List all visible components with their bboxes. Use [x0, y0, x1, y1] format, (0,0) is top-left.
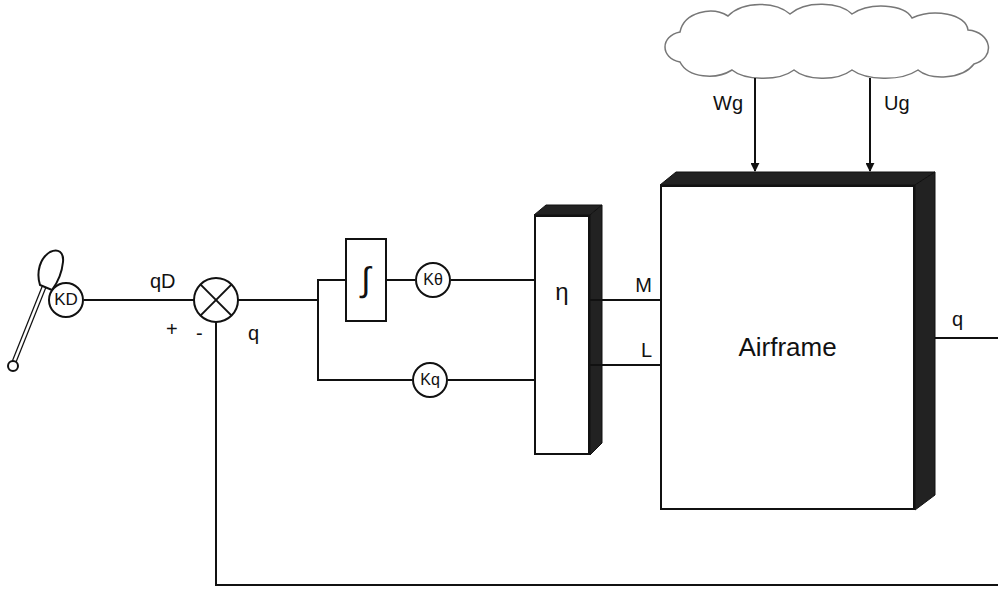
signal-connector [451, 279, 534, 281]
gain-circle: KD [48, 282, 84, 318]
signal-connector [590, 299, 660, 301]
sign-mark: - [196, 322, 203, 344]
node-text: Kq [420, 371, 440, 389]
gust-cloud [665, 4, 988, 78]
node-text: Airframe [738, 333, 836, 362]
signal-name: q [952, 308, 963, 330]
box-shading [660, 172, 935, 510]
gust-name: Wg [713, 92, 743, 114]
gust-name: Ug [884, 92, 910, 114]
signal-connector [448, 379, 534, 381]
signal-name: qD [150, 270, 176, 292]
gust-arrows [755, 78, 870, 171]
signal-wire [84, 299, 194, 301]
moment-force-label: M [635, 274, 652, 296]
output-wire [935, 337, 998, 339]
box-shading [534, 205, 602, 455]
moment-force-label: L [641, 339, 652, 361]
gearing-box: η [534, 215, 590, 455]
gain-circle: Kq [412, 362, 448, 398]
signal-connector [387, 279, 415, 281]
node-text: Kθ [423, 271, 443, 289]
node-text: ∫ [361, 261, 370, 298]
node-text: η [555, 279, 568, 305]
signal-connector [590, 364, 660, 366]
summing-junction [194, 278, 238, 322]
integrator-box: ∫ [345, 238, 387, 322]
gain-circle: Kθ [415, 262, 451, 298]
sign-mark: + [166, 318, 178, 340]
airframe-box: Airframe [660, 185, 915, 510]
signal-name: q [248, 322, 259, 344]
node-text: KD [54, 291, 78, 310]
